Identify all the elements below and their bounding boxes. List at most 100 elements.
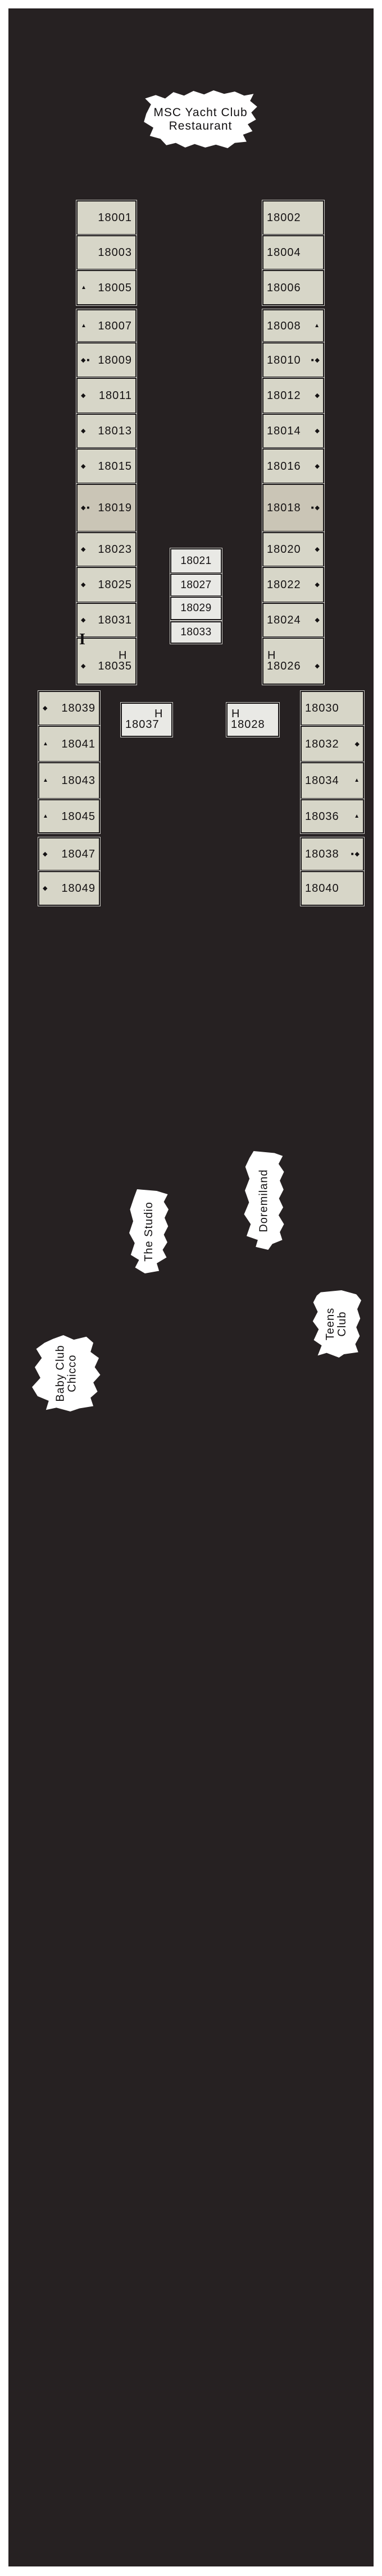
venue-label-teens-club: Teens Club xyxy=(312,1290,361,1358)
cabin-18022[interactable]: 18022◆ xyxy=(262,567,324,603)
diamond-icon: ◆ xyxy=(81,581,86,588)
diamond-icon: ◆ xyxy=(43,705,48,712)
cabin-18019[interactable]: ◆■18019 xyxy=(76,484,137,532)
cabin-18012[interactable]: 18012◆ xyxy=(262,378,324,414)
diamond-icon: ◆ xyxy=(315,462,320,470)
cabin-18009[interactable]: ◆■18009 xyxy=(76,342,137,378)
cabin-18003[interactable]: 18003 xyxy=(76,235,137,270)
cabin-number: 18023 xyxy=(98,543,132,556)
cabin-18011[interactable]: ◆ 18011 xyxy=(76,378,137,414)
triangle-icon: ▲ xyxy=(314,322,320,329)
cabin-18002[interactable]: 18002 xyxy=(262,200,324,235)
cabin-18023[interactable]: ◆ 18023 xyxy=(76,532,137,567)
cabin-18034[interactable]: 18034▲ xyxy=(301,762,364,799)
cabin-18040[interactable]: 18040 xyxy=(301,871,364,906)
cabin-18045[interactable]: ▲18045 xyxy=(38,799,100,833)
cabin-18008[interactable]: 18008 ▲ xyxy=(262,309,324,342)
cabin-number: 18018 xyxy=(267,502,301,514)
venue-line: Teens xyxy=(324,1307,336,1341)
cabin-18004[interactable]: 18004 xyxy=(262,235,324,270)
cabin-18038[interactable]: 18038■◆ xyxy=(301,837,364,871)
diamond-icon: ◆ xyxy=(315,505,320,511)
cabin-feature-icons: ▲ xyxy=(43,813,48,819)
cabin-number: 18002 xyxy=(267,212,301,224)
cabin-18007[interactable]: ▲18007 xyxy=(76,309,137,342)
venue-line: Baby Club xyxy=(54,1345,67,1402)
diamond-icon: ◆ xyxy=(81,617,86,624)
triangle-icon: ▲ xyxy=(354,777,360,783)
cabin-number: 18029 xyxy=(180,602,212,614)
cabin-18020[interactable]: 18020◆ xyxy=(262,532,324,567)
cabin-18001[interactable]: 18001 xyxy=(76,200,137,235)
cabin-number: 18009 xyxy=(98,354,132,366)
cabin-18010[interactable]: 18010■◆ xyxy=(262,342,324,378)
accessible-cabin-icon: H xyxy=(231,708,240,720)
cabin-number: 18008 xyxy=(267,319,301,332)
cabin-18041[interactable]: ▲18041 xyxy=(38,726,100,762)
accessible-cabin-icon: H xyxy=(267,649,276,662)
cabin-number: 18035 xyxy=(98,659,132,672)
cabin-number: 18013 xyxy=(98,425,132,437)
diamond-icon: ◆ xyxy=(81,356,86,364)
accessible-cabin-icon: H xyxy=(154,708,163,720)
cabin-18025[interactable]: ◆18025 xyxy=(76,567,137,603)
cabin-18039[interactable]: ◆18039 xyxy=(38,691,100,726)
venue-line: Doremiland xyxy=(257,1168,270,1232)
diamond-icon: ◆ xyxy=(81,392,86,399)
cabin-feature-icons: ■◆ xyxy=(311,505,320,511)
cabin-number: 18040 xyxy=(305,882,339,895)
square-icon: ■ xyxy=(311,357,314,363)
cabin-feature-icons: ◆ xyxy=(43,886,47,892)
cabin-number: 18020 xyxy=(267,543,301,556)
venue-label-the-studio: The Studio xyxy=(129,1189,169,1273)
cabin-18006[interactable]: 18006 xyxy=(262,270,324,305)
cabin-18033[interactable]: 18033 xyxy=(170,621,222,644)
cabin-18015[interactable]: ◆18015 xyxy=(76,448,137,484)
cabin-18029[interactable]: 18029 xyxy=(170,597,222,620)
cabin-18024[interactable]: 18024◆ xyxy=(262,603,324,638)
cabin-number: 18011 xyxy=(98,389,132,402)
cabin-18049[interactable]: ◆ 18049 xyxy=(38,871,100,906)
cabin-feature-icons: ◆ xyxy=(81,546,86,553)
cabin-18030[interactable]: 18030 xyxy=(301,691,364,726)
cabin-feature-icons: ▲ xyxy=(43,778,48,783)
cabin-18014[interactable]: 18014◆ xyxy=(262,414,324,448)
cabin-feature-icons: ◆ xyxy=(81,463,85,469)
restaurant-label-line2: Restaurant xyxy=(169,120,233,132)
cabin-feature-icons: ◆ xyxy=(81,617,86,624)
cabin-18032[interactable]: 18032◆ xyxy=(301,726,364,762)
cabin-18027[interactable]: 18027 xyxy=(170,574,222,597)
cabin-18047[interactable]: ◆18047 xyxy=(38,837,100,871)
connecting-cabins-icon: I xyxy=(79,631,85,648)
cabin-18016[interactable]: 18016◆ xyxy=(262,448,324,484)
square-icon: ■ xyxy=(311,505,314,510)
cabin-feature-icons: ▲ xyxy=(354,778,360,783)
cabin-number: 18022 xyxy=(267,579,301,591)
cabin-18036[interactable]: 18036▲ xyxy=(301,799,364,833)
diamond-icon: ◆ xyxy=(81,546,86,553)
cabin-number: 18021 xyxy=(180,554,212,567)
cabin-18018[interactable]: 18018 ■◆ xyxy=(262,484,324,532)
cabin-feature-icons: ◆ xyxy=(315,462,320,470)
cabin-number: 18006 xyxy=(267,281,301,294)
cabin-feature-icons: ◆ xyxy=(315,617,320,624)
cabin-18005[interactable]: ▲18005 xyxy=(76,270,137,305)
cabin-feature-icons: ◆ xyxy=(81,582,85,588)
cabin-number: 18049 xyxy=(61,882,96,895)
cabin-18043[interactable]: ▲18043 xyxy=(38,762,100,799)
triangle-icon: ▲ xyxy=(81,322,87,329)
cabin-feature-icons: ◆ xyxy=(81,392,86,399)
cabin-feature-icons: ▲ xyxy=(314,323,320,329)
diamond-icon: ◆ xyxy=(81,505,86,511)
cabin-feature-icons: ◆ xyxy=(81,428,85,434)
cabin-18021[interactable]: 18021 xyxy=(170,548,222,574)
cabin-number: 18019 xyxy=(98,502,132,514)
cabin-number: 18003 xyxy=(98,246,132,259)
cabin-18013[interactable]: ◆ 18013 xyxy=(76,414,137,448)
cabin-18035[interactable]: H◆18035 xyxy=(76,638,137,685)
